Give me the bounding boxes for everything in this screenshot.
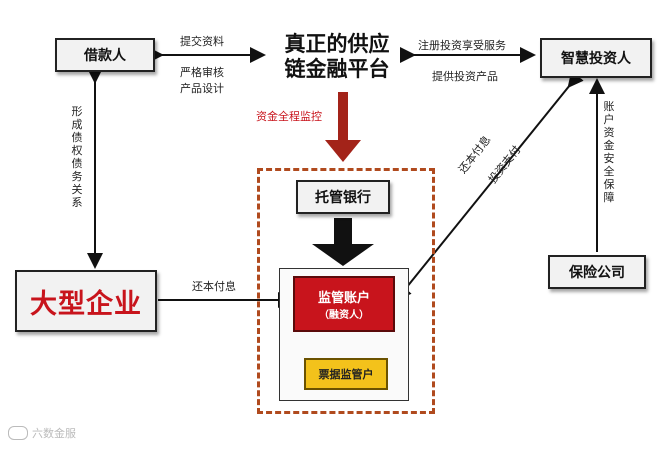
enterprise-repay-label: 还本付息	[192, 280, 236, 293]
supervision-account-box: 监管账户 （融资人）	[293, 276, 395, 332]
custody-dashed-frame	[257, 168, 435, 414]
bill-account-box: 票据监管户	[304, 358, 388, 390]
debt-relation-label: 形成债权债务关系	[71, 105, 83, 209]
enterprise-box: 大型企业	[15, 270, 157, 332]
borrower-label: 借款人	[84, 48, 126, 64]
product-design-label: 产品设计	[180, 82, 224, 95]
investor-account-arrow	[395, 70, 584, 302]
borrower-box: 借款人	[55, 38, 155, 72]
custodian-bank-label: 托管银行	[315, 190, 371, 206]
insurance-label: 保险公司	[569, 265, 625, 281]
fund-monitoring-arrow-head	[325, 140, 361, 162]
enterprise-label: 大型企业	[30, 288, 142, 320]
strict-review-label: 严格审核	[180, 66, 224, 79]
watermark-text: 六数金服	[32, 427, 76, 440]
watermark: 六数金服	[8, 425, 76, 441]
bill-account-label: 票据监管户	[318, 368, 374, 381]
supervision-account-label: 监管账户	[317, 291, 370, 306]
bank-account-arrow-shaft	[334, 218, 352, 246]
supervision-account-sublabel: （融资人）	[319, 310, 369, 321]
bank-account-arrow-head	[312, 244, 374, 266]
investor-label: 智慧投资人	[561, 51, 631, 67]
account-fund-safety-label: 账户资金安全保障	[603, 100, 615, 204]
insurance-box: 保险公司	[548, 255, 646, 289]
register-invest-label: 注册投资享受服务	[418, 39, 506, 52]
fund-monitoring-label: 资金全程监控	[256, 110, 322, 123]
fund-monitoring-arrow-shaft	[338, 92, 348, 142]
provide-products-label: 提供投资产品	[432, 70, 498, 83]
platform-title: 真正的供应 链金融平台	[284, 32, 390, 81]
investor-box: 智慧投资人	[540, 38, 652, 78]
custodian-bank-box: 托管银行	[296, 180, 390, 214]
watermark-logo-icon	[8, 426, 28, 440]
submit-materials-label: 提交资料	[180, 35, 224, 48]
